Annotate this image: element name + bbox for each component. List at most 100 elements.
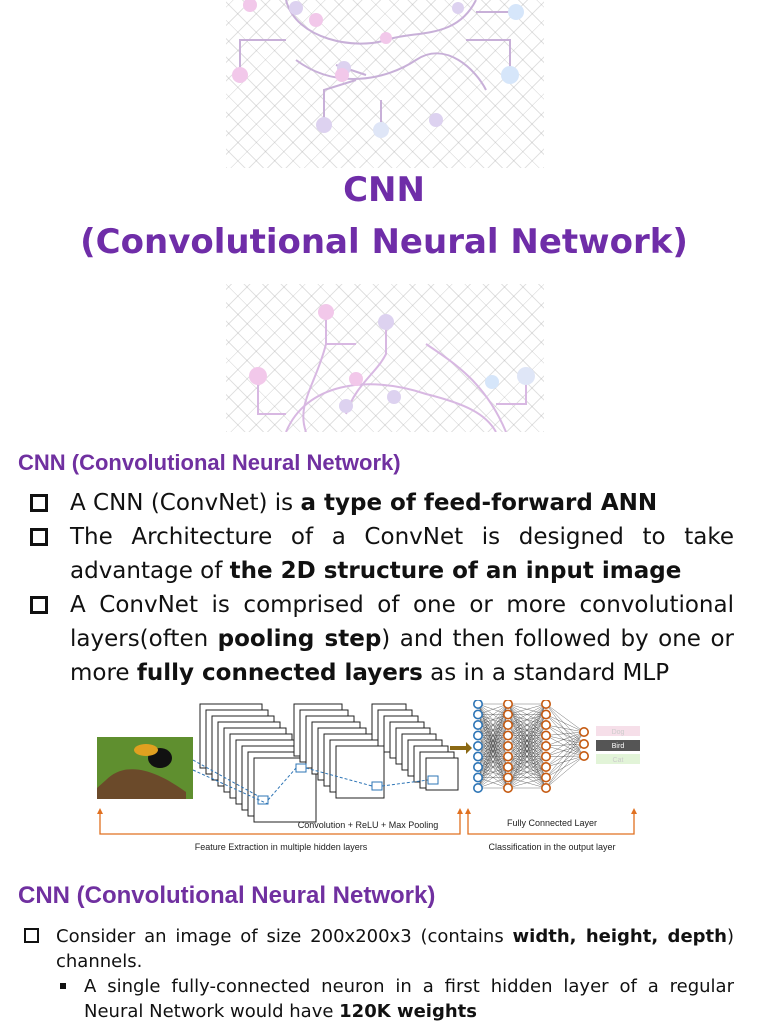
neuron-node — [472, 699, 483, 709]
circuit-brain-illustration — [226, 0, 544, 168]
neuron-node — [578, 750, 589, 761]
checkbox-bullet-icon — [30, 528, 48, 546]
fc-connection-line — [507, 714, 547, 789]
bullet-text: ) channels. — [56, 926, 734, 972]
neuron-node — [472, 719, 483, 730]
circuit-brain-illustration-bottom — [226, 284, 544, 432]
bullet-list: Consider an image of size 200x200x3 (con… — [22, 924, 734, 1024]
fc-connection-line — [507, 703, 547, 747]
neuron-node — [502, 772, 513, 783]
bullet-item: Consider an image of size 200x200x3 (con… — [22, 924, 734, 974]
classification-label: Classification in the output layer — [488, 842, 615, 852]
fc-connection-line — [545, 743, 585, 747]
bullet-list: A CNN (ConvNet) is a type of feed-forwar… — [18, 486, 734, 690]
cnn-diagram-svg: Dog Bird Cat Convolution + ReLU + Max Po… — [97, 699, 640, 852]
neuron-node — [502, 699, 513, 709]
output-label: Dog — [612, 729, 625, 736]
fc-connection-line — [545, 731, 585, 768]
fc-connection-line — [477, 777, 509, 789]
neuron-node — [472, 709, 483, 720]
fc-connection-line — [507, 703, 547, 726]
fc-connection-line — [545, 755, 585, 768]
fc-connection-line — [477, 714, 509, 789]
fc-connection-line — [545, 745, 585, 757]
output-bird — [596, 740, 640, 751]
output-cat — [596, 754, 640, 764]
content-slide-2: CNN (Convolutional Neural Network) A CNN… — [0, 432, 768, 864]
fc-connection-line — [545, 735, 585, 757]
class-bracket — [467, 812, 635, 835]
neuron-node — [472, 761, 483, 772]
bullet-bold-text: a type of feed-forward ANN — [300, 490, 658, 516]
checkbox-bullet-icon — [24, 928, 39, 943]
output-label: Cat — [613, 757, 624, 764]
bullet-bold-text: width, height, depth — [512, 926, 727, 947]
fc-connection-line — [507, 703, 547, 715]
fc-connection-line — [545, 703, 585, 757]
square-bullet-icon — [60, 983, 66, 989]
bullet-item: The Architecture of a ConvNet is designe… — [18, 520, 734, 588]
feature-bracket — [99, 812, 461, 835]
bird-beak — [134, 744, 158, 756]
neuron-node — [540, 740, 551, 751]
fc-connection-line — [545, 743, 585, 789]
neuron-node — [502, 719, 513, 730]
slide-title-line1: CNN — [343, 170, 425, 210]
neuron-node — [502, 709, 513, 720]
fc-connection-line — [477, 703, 509, 778]
sub-bullet-text: A single fully-connected neuron in a fir… — [84, 976, 734, 1022]
output-dog — [596, 726, 640, 736]
fc-connection-line — [545, 755, 585, 757]
arrow-right-icon — [450, 742, 472, 754]
fc-connection-line — [477, 745, 509, 789]
neuron-node — [502, 751, 513, 762]
fc-connection-line — [545, 714, 585, 733]
fc-connection-line — [545, 743, 585, 768]
neuron-node — [502, 783, 513, 794]
fc-connection-line — [545, 731, 585, 736]
fc-connection-line — [477, 703, 509, 736]
bullet-item: A CNN (ConvNet) is a type of feed-forwar… — [18, 486, 734, 520]
fc-connection-line — [507, 724, 547, 789]
fc-connection-line — [477, 724, 509, 789]
neuron-node — [540, 772, 551, 783]
bullet-text: The Architecture of a ConvNet is designe… — [70, 524, 734, 584]
feature-extraction-label: Feature Extraction in multiple hidden la… — [195, 842, 368, 852]
circuit-brain-icon — [232, 0, 524, 138]
fc-connection-line — [545, 703, 585, 733]
fc-connection-line — [507, 777, 547, 789]
neuron-node — [472, 772, 483, 783]
neuron-node — [472, 730, 483, 741]
fc-connection-line — [507, 703, 547, 789]
fc-connection-line — [477, 766, 509, 789]
fc-connection-line — [507, 703, 547, 768]
neuron-node — [540, 751, 551, 762]
fc-layer-label: Fully Connected Layer — [507, 818, 597, 828]
fc-connection-line — [477, 703, 509, 715]
neuron-node — [540, 761, 551, 772]
slide-heading: CNN (Convolutional Neural Network) — [18, 882, 436, 909]
fc-connection-line — [477, 756, 509, 789]
neuron-node — [472, 751, 483, 762]
fc-connection-line — [545, 714, 585, 745]
conv-relu-label: Convolution + ReLU + Max Pooling — [298, 820, 439, 830]
bullet-text: Consider an image of size 200x200x3 (con… — [56, 926, 513, 947]
fc-connection-line — [545, 755, 585, 778]
bullet-bold-text: the 2D structure of an input image — [229, 558, 682, 584]
bullet-text: ) and then followed by one or more — [70, 626, 734, 686]
fc-connection-line — [477, 703, 509, 768]
neuron-node — [540, 699, 551, 709]
checkbox-bullet-icon — [30, 596, 48, 614]
fc-connection-line — [545, 735, 585, 745]
fc-connection-line — [545, 743, 585, 757]
neuron-node — [540, 709, 551, 720]
sub-bullet-bold-text: 120K weights — [339, 1001, 477, 1022]
neuron-node — [502, 730, 513, 741]
neuron-node — [540, 783, 551, 794]
neuron-node — [578, 726, 589, 737]
neuron-node — [502, 761, 513, 772]
slide-heading: CNN (Convolutional Neural Network) — [18, 450, 401, 475]
neuron-node — [540, 719, 551, 730]
sub-bullet-item: A single fully-connected neuron in a fir… — [22, 974, 734, 1024]
cnn-architecture-diagram: Dog Bird Cat Convolution + ReLU + Max Po… — [96, 699, 646, 860]
